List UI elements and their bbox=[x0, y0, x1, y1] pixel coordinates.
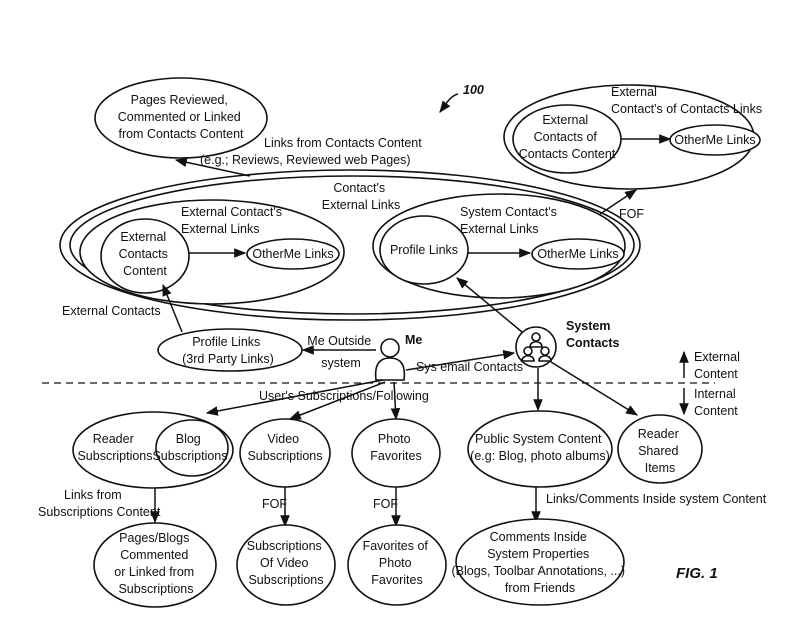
external-contacts-content-label: External Contacts Content bbox=[119, 230, 172, 278]
public-system-content-label: Public System Content (e.g: Blog, photo … bbox=[470, 432, 610, 463]
comments-inside-label: Comments Inside System Properties (Blogs… bbox=[452, 530, 629, 595]
reference-leader-line bbox=[439, 93, 459, 113]
favorites-of-photo-label: Favorites of Photo Favorites bbox=[363, 539, 432, 587]
reader-shared-items-label: Reader Shared Items bbox=[638, 427, 682, 475]
arrow-me-to-photo bbox=[390, 381, 401, 421]
arrow-me-to-reader-subscriptions bbox=[205, 379, 384, 416]
sys-email-contacts-label: Sys email Contacts bbox=[416, 360, 523, 374]
system-contacts-ext-links-label: System Contact's External Links bbox=[460, 205, 560, 236]
profile-links-right-label: Profile Links bbox=[390, 243, 458, 257]
otherme-links-right-label: OtherMe Links bbox=[674, 133, 755, 147]
comments-inside-node bbox=[455, 518, 625, 606]
arrow-profile3rd-to-ext-content bbox=[162, 283, 183, 333]
video-subscriptions-label: Video Subscriptions bbox=[247, 432, 322, 463]
pages-blogs-commented-node bbox=[93, 522, 217, 608]
fof-video-label: FOF bbox=[262, 497, 287, 511]
users-subscriptions-label: User's Subscriptions/Following bbox=[259, 389, 429, 403]
contacts-external-links-label: Contact's External Links bbox=[322, 181, 401, 212]
pages-blogs-commented-label: Pages/Blogs Commented or Linked from Sub… bbox=[114, 531, 197, 596]
otherme-links-left-label: OtherMe Links bbox=[252, 247, 333, 261]
reference-number: 100 bbox=[463, 83, 484, 97]
otherme-links-middle-node bbox=[531, 238, 625, 270]
subscriptions-of-video-node bbox=[236, 524, 336, 606]
external-content-legend: External Content bbox=[694, 350, 743, 381]
ext-contacts-ext-links-label: External Contact's External Links bbox=[181, 205, 286, 236]
arrow-me-to-system-contacts bbox=[405, 349, 516, 371]
me-outside-system-label: Me Outside system bbox=[307, 334, 374, 370]
links-comments-inside-label: Links/Comments Inside system Content bbox=[546, 492, 767, 506]
reader-subscriptions-label: Reader Subscriptions bbox=[77, 432, 152, 463]
me-label: Me bbox=[405, 333, 422, 347]
links-from-contacts-content-label: Links from Contacts Content (e.g.; Revie… bbox=[200, 136, 425, 167]
favorites-of-photo-node bbox=[347, 524, 447, 606]
external-contacts-content-node bbox=[100, 218, 190, 294]
system-contacts-group-icon bbox=[515, 326, 557, 368]
fof-photo-label: FOF bbox=[373, 497, 398, 511]
ext-contacts-of-contacts-title: External Contact's of Contacts Links bbox=[611, 85, 762, 116]
arrow-syscontacts-to-profile-links bbox=[456, 277, 523, 333]
public-system-content-node bbox=[467, 410, 613, 488]
subscriptions-of-video-label: Subscriptions Of Video Subscriptions bbox=[247, 539, 326, 587]
otherme-links-right-node bbox=[669, 124, 761, 156]
fof-top-label: FOF bbox=[619, 207, 644, 221]
blog-subscriptions-node bbox=[155, 419, 229, 477]
ext-contacts-of-contacts-content-label: External Contacts of Contacts Content bbox=[519, 113, 616, 161]
external-contacts-label: External Contacts bbox=[62, 304, 161, 318]
reader-shared-items-node bbox=[617, 414, 703, 484]
pages-reviewed-label: Pages Reviewed, Commented or Linked from… bbox=[118, 93, 244, 141]
arrow-fof-top bbox=[599, 189, 637, 215]
links-from-subscriptions-label: Links from Subscriptions Content bbox=[38, 488, 161, 519]
photo-favorites-label: Photo Favorites bbox=[370, 432, 421, 463]
me-person-icon bbox=[374, 338, 406, 381]
arrow-syscontacts-to-reader-shared bbox=[550, 361, 639, 416]
blog-subscriptions-label: Blog Subscriptions bbox=[152, 432, 227, 463]
profile-links-3rd-party-label: Profile Links (3rd Party Links) bbox=[182, 335, 274, 366]
otherme-links-middle-label: OtherMe Links bbox=[537, 247, 618, 261]
arrow-to-pages-reviewed bbox=[174, 157, 251, 177]
profile-links-right-node bbox=[379, 215, 469, 285]
internal-content-legend: Internal Content bbox=[694, 387, 739, 418]
arrow-me-to-video bbox=[288, 381, 386, 420]
otherme-links-left-node bbox=[246, 238, 340, 270]
figure-label: FIG. 1 bbox=[676, 565, 718, 582]
system-contacts-label: System Contacts bbox=[566, 319, 620, 350]
